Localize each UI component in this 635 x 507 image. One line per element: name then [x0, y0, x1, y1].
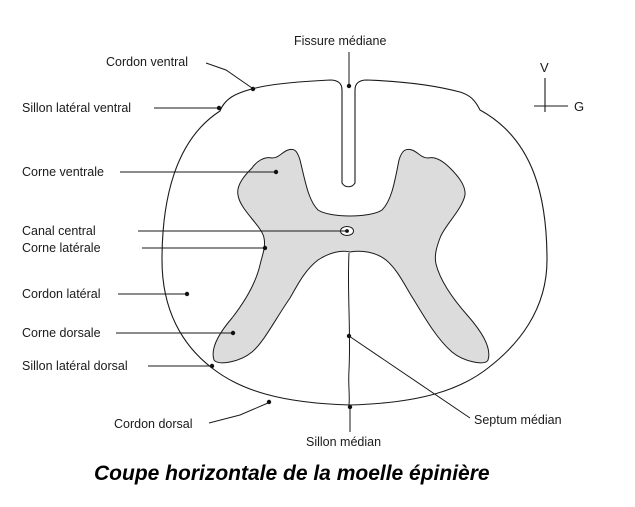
- dot-fissure-mediane: [346, 83, 352, 89]
- dot-canal-central: [345, 229, 349, 233]
- label-septum-median: Septum médian: [474, 413, 562, 427]
- dot-sillon-lateral-dorsal: [209, 363, 215, 369]
- dot-cordon-lateral: [184, 291, 190, 297]
- leader-lines: [116, 52, 471, 432]
- orientation-marker: V G: [534, 60, 584, 114]
- label-sillon-median: Sillon médian: [306, 435, 381, 449]
- label-cordon-dorsal: Cordon dorsal: [114, 417, 193, 431]
- orientation-up-label: V: [540, 60, 549, 75]
- dot-corne-ventrale: [273, 169, 279, 175]
- dot-sillon-lateral-ventral: [216, 105, 222, 111]
- median-septum: [347, 252, 351, 406]
- label-cordon-lateral: Cordon latéral: [22, 287, 101, 301]
- label-canal-central: Canal central: [22, 224, 96, 238]
- leader-septum-median: [348, 335, 471, 419]
- dot-corne-laterale: [262, 245, 268, 251]
- label-corne-dorsale: Corne dorsale: [22, 326, 101, 340]
- label-corne-laterale: Corne latérale: [22, 241, 101, 255]
- leader-cordon-dorsal: [208, 402, 269, 424]
- label-sillon-lateral-ventral: Sillon latéral ventral: [22, 101, 131, 115]
- dot-cordon-ventral: [250, 86, 256, 92]
- leader-cordon-ventral: [205, 62, 253, 89]
- dot-sillon-median: [347, 404, 353, 410]
- dot-septum-median: [346, 333, 352, 339]
- dot-cordon-dorsal: [266, 399, 272, 405]
- label-fissure-mediane: Fissure médiane: [294, 34, 386, 48]
- grey-matter: [212, 148, 490, 364]
- dot-corne-dorsale: [230, 330, 236, 336]
- label-corne-ventrale: Corne ventrale: [22, 165, 104, 179]
- label-cordon-ventral: Cordon ventral: [106, 55, 188, 69]
- orientation-right-label: G: [574, 99, 584, 114]
- label-sillon-lateral-dorsal: Sillon latéral dorsal: [22, 359, 128, 373]
- diagram-caption: Coupe horizontale de la moelle épinière: [94, 462, 490, 485]
